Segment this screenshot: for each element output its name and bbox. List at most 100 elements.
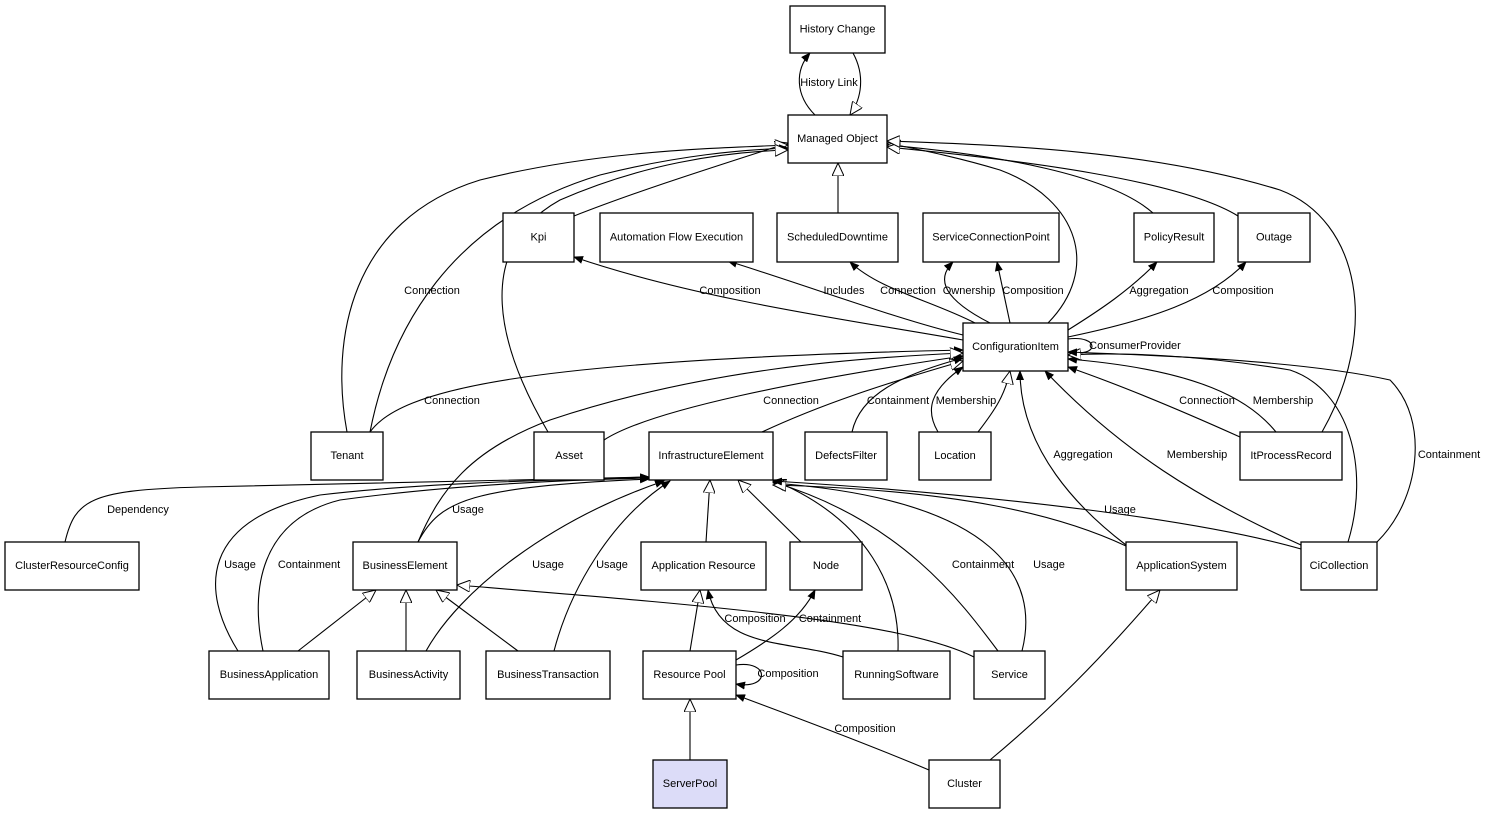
- association-arrow: [851, 356, 964, 433]
- edge-kpi-to-managedobject-inheritance: [573, 143, 788, 217]
- node-box[interactable]: [789, 5, 886, 54]
- node-cluster[interactable]: Cluster: [928, 759, 1001, 809]
- node-itprocess[interactable]: ItProcessRecord: [1239, 431, 1343, 481]
- inheritance-arrow: [887, 147, 1239, 217]
- node-crc[interactable]: ClusterResourceConfig: [4, 541, 140, 591]
- node-box[interactable]: [776, 212, 899, 263]
- node-box[interactable]: [1133, 212, 1215, 263]
- node-box[interactable]: [599, 212, 754, 263]
- node-managedobject[interactable]: Managed Object: [787, 114, 888, 164]
- node-appres[interactable]: Application Resource: [640, 541, 767, 591]
- node-busel[interactable]: BusinessElement: [352, 541, 458, 591]
- node-box[interactable]: [310, 431, 384, 481]
- node-box[interactable]: [973, 650, 1046, 700]
- node-location[interactable]: Location: [918, 431, 992, 481]
- edge-appsys-to-infra-inheritance: [773, 485, 1127, 547]
- edge-itprocess-to-ci-membership: [1067, 355, 1277, 433]
- node-afe[interactable]: Automation Flow Execution: [599, 212, 754, 263]
- node-defectsfilter[interactable]: DefectsFilter: [804, 431, 888, 481]
- association-arrow: [1016, 370, 1127, 546]
- association-arrow: [772, 480, 999, 652]
- node-box[interactable]: [4, 541, 140, 591]
- edge-ci-to-outage-composition: [1067, 261, 1247, 338]
- node-label: ServiceConnectionPoint: [932, 231, 1049, 243]
- edge-cicoll-to-ci-containment: [1067, 348, 1416, 543]
- node-box[interactable]: [652, 759, 728, 809]
- edge-asset-to-ci-connection: [603, 353, 964, 441]
- edge-label: Containment: [799, 613, 861, 625]
- node-label: Asset: [555, 450, 583, 462]
- edge-label: Composition: [1212, 285, 1273, 297]
- node-box[interactable]: [640, 541, 767, 591]
- edge-label: Membership: [1167, 449, 1228, 461]
- node-box[interactable]: [352, 541, 458, 591]
- node-label: Outage: [1256, 231, 1292, 243]
- node-box[interactable]: [1239, 431, 1343, 481]
- node-box[interactable]: [356, 650, 461, 700]
- node-box[interactable]: [208, 650, 330, 700]
- node-box[interactable]: [787, 114, 888, 164]
- node-asset[interactable]: Asset: [533, 431, 605, 481]
- inheritance-arrow: [436, 590, 519, 652]
- edge-tenant-to-ci-connection: [369, 346, 964, 433]
- node-box[interactable]: [1237, 212, 1311, 263]
- association-arrow: [772, 477, 1302, 550]
- node-appsys[interactable]: ApplicationSystem: [1125, 541, 1238, 591]
- node-scheduleddowntime[interactable]: ScheduledDowntime: [776, 212, 899, 263]
- edge-itprocess-to-ci-connection: [1067, 366, 1241, 438]
- node-box[interactable]: [922, 212, 1060, 263]
- edge-runsw-to-infra-inheritance: [773, 480, 899, 652]
- node-box[interactable]: [842, 650, 951, 700]
- edge-appres-to-infra-inheritance: [706, 480, 710, 543]
- node-label: Kpi: [531, 231, 547, 243]
- edge-label: Usage: [596, 559, 628, 571]
- node-box[interactable]: [789, 541, 863, 591]
- edge-busel-to-infra-usage: [417, 475, 650, 543]
- node-box[interactable]: [928, 759, 1001, 809]
- inheritance-arrow: [297, 590, 376, 652]
- node-label: RunningSoftware: [854, 669, 938, 681]
- node-box[interactable]: [533, 431, 605, 481]
- node-box[interactable]: [642, 650, 737, 700]
- edge-label: Composition: [724, 613, 785, 625]
- node-kpi[interactable]: Kpi: [502, 212, 575, 263]
- node-busact[interactable]: BusinessActivity: [356, 650, 461, 700]
- edge-bustrans-to-busel-inheritance: [436, 590, 519, 652]
- node-historychange[interactable]: History Change: [789, 5, 886, 54]
- node-respool[interactable]: Resource Pool: [642, 650, 737, 700]
- node-serverpool[interactable]: ServerPool: [652, 759, 728, 809]
- node-node[interactable]: Node: [789, 541, 863, 591]
- node-box[interactable]: [648, 431, 774, 481]
- node-tenant[interactable]: Tenant: [310, 431, 384, 481]
- edge-cluster-to-respool-composition: [735, 694, 930, 771]
- node-ci[interactable]: ConfigurationItem: [962, 322, 1069, 372]
- node-box[interactable]: [485, 650, 611, 700]
- node-box[interactable]: [918, 431, 992, 481]
- edge-busel-to-ci-inheritance: [417, 353, 963, 543]
- node-outage[interactable]: Outage: [1237, 212, 1311, 263]
- node-label: ApplicationSystem: [1136, 560, 1227, 572]
- node-box[interactable]: [962, 322, 1069, 372]
- edge-label: Usage: [452, 504, 484, 516]
- association-arrow: [1067, 261, 1247, 338]
- node-scp[interactable]: ServiceConnectionPoint: [922, 212, 1060, 263]
- node-cicoll[interactable]: CiCollection: [1300, 541, 1378, 591]
- node-box[interactable]: [502, 212, 575, 263]
- node-box[interactable]: [1300, 541, 1378, 591]
- edge-ci-to-afe-includes: [727, 259, 964, 336]
- edge-label: Connection: [424, 395, 480, 407]
- node-box[interactable]: [804, 431, 888, 481]
- edge-runsw-to-appres-composition: [705, 589, 844, 658]
- node-runsw[interactable]: RunningSoftware: [842, 650, 951, 700]
- edge-label: Containment: [952, 559, 1014, 571]
- node-service[interactable]: Service: [973, 650, 1046, 700]
- inheritance-arrow: [457, 585, 975, 658]
- node-policyresult[interactable]: PolicyResult: [1133, 212, 1215, 263]
- edge-service-to-busel-inheritance: [457, 585, 975, 658]
- node-busapp[interactable]: BusinessApplication: [208, 650, 330, 700]
- node-box[interactable]: [1125, 541, 1238, 591]
- node-bustrans[interactable]: BusinessTransaction: [485, 650, 611, 700]
- node-label: ItProcessRecord: [1250, 450, 1331, 462]
- node-infra[interactable]: InfrastructureElement: [648, 431, 774, 481]
